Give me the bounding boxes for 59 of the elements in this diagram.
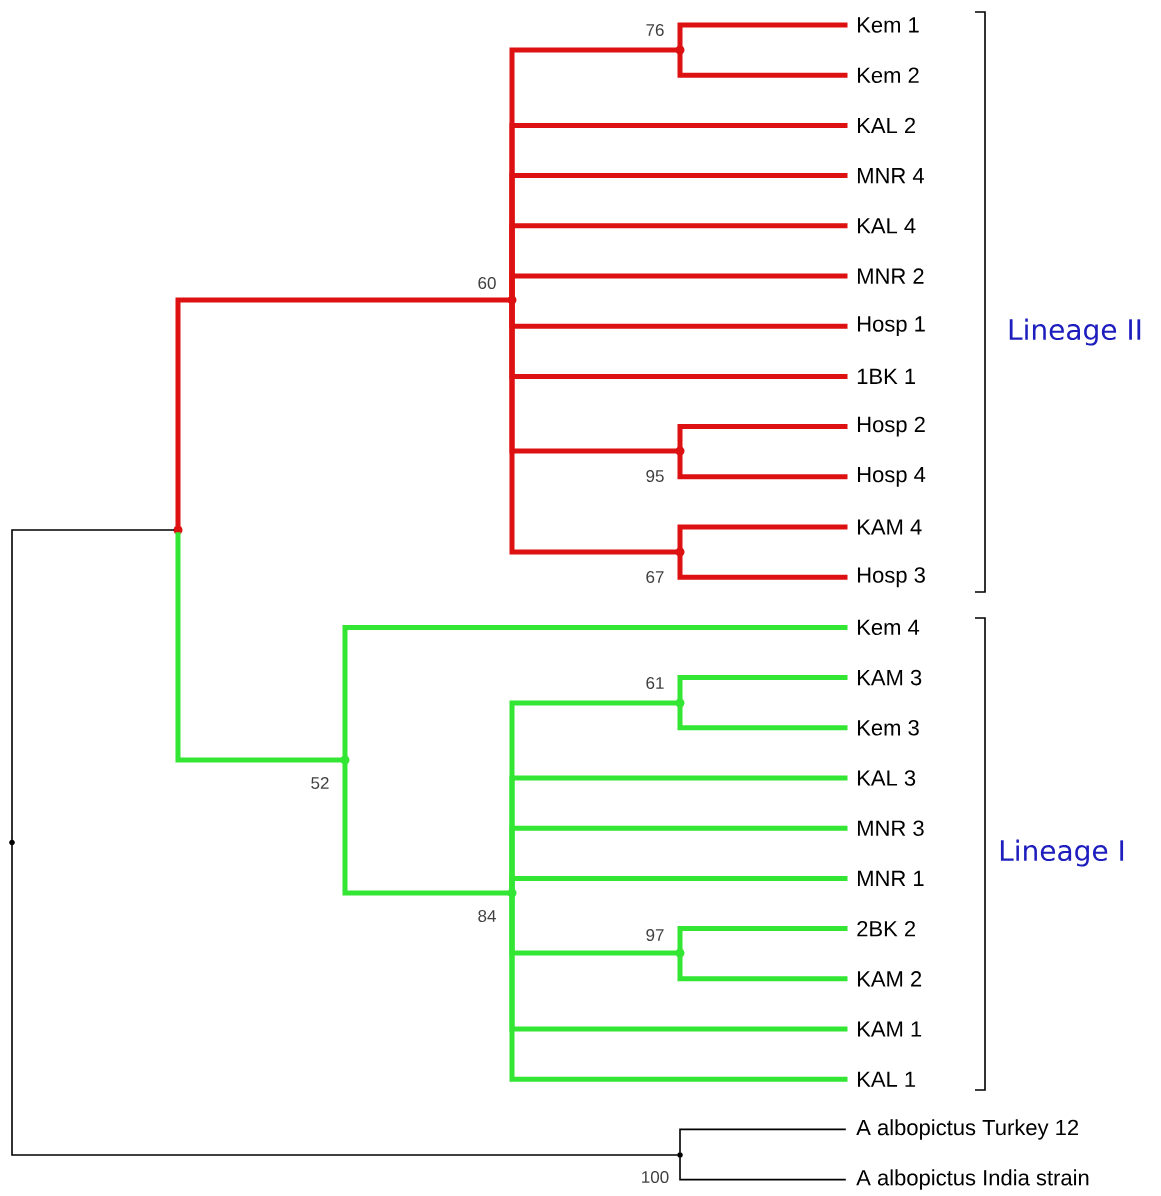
branch-line bbox=[509, 302, 678, 555]
bootstrap-value: 60 bbox=[478, 277, 496, 290]
branch-line bbox=[677, 22, 848, 48]
branch-line bbox=[509, 895, 848, 1082]
leaf-label: KAL 4 bbox=[858, 218, 916, 234]
lineage-label: Lineage I bbox=[1000, 839, 1124, 867]
branch-line bbox=[509, 273, 848, 298]
branch-line bbox=[677, 926, 848, 951]
branch-line bbox=[677, 524, 848, 550]
bootstrap-value: 61 bbox=[646, 677, 664, 690]
branch-line bbox=[679, 1157, 846, 1181]
branch-line bbox=[342, 762, 510, 896]
leaf-label: 2BK 2 bbox=[857, 920, 915, 937]
leaf-label: Kem 2 bbox=[858, 67, 919, 83]
leaf-label: A albopictus Turkey 12 bbox=[856, 1119, 1079, 1140]
leaf-label: MNR 4 bbox=[858, 168, 924, 184]
leaf-label: 1BK 1 bbox=[857, 368, 916, 384]
bootstrap-value: 52 bbox=[311, 777, 329, 790]
leaf-label: A albopictus India strain bbox=[856, 1169, 1089, 1190]
branch-line bbox=[11, 844, 678, 1156]
bootstrap-value: 76 bbox=[646, 24, 664, 37]
branch-line bbox=[677, 554, 848, 580]
bootstrap-value: 100 bbox=[642, 1171, 669, 1184]
branch-line bbox=[677, 955, 848, 982]
leaf-label: KAL 2 bbox=[858, 117, 915, 134]
branch-line bbox=[677, 424, 848, 449]
leaf-label: KAL 3 bbox=[858, 770, 916, 786]
branch-line bbox=[175, 532, 343, 763]
bootstrap-value: 84 bbox=[478, 910, 496, 923]
bootstrap-value: 95 bbox=[646, 470, 664, 483]
leaf-label: Kem 4 bbox=[858, 619, 920, 636]
branch-point bbox=[173, 525, 183, 535]
bootstrap-value: 97 bbox=[646, 929, 664, 942]
branch-line bbox=[677, 705, 848, 731]
branch-line bbox=[677, 675, 848, 701]
branch-point bbox=[9, 839, 15, 846]
leaf-label: KAM 2 bbox=[858, 971, 922, 987]
bootstrap-value: 67 bbox=[646, 571, 664, 584]
leaf-label: KAM 4 bbox=[858, 519, 922, 535]
leaf-label: Kem 3 bbox=[858, 720, 919, 736]
lineage-label: Lineage II bbox=[1009, 318, 1141, 346]
branch-line bbox=[175, 297, 510, 528]
leaf-label: KAM 1 bbox=[858, 1021, 922, 1037]
branch-line bbox=[679, 1128, 846, 1153]
leaf-label: MNR 3 bbox=[858, 820, 924, 836]
leaf-label: Hosp 3 bbox=[858, 567, 925, 588]
leaf-label: Hosp 2 bbox=[858, 416, 925, 437]
leaf-label: MNR 1 bbox=[858, 870, 924, 886]
leaf-label: KAL 1 bbox=[858, 1071, 916, 1087]
leaf-label: Hosp 1 bbox=[858, 316, 925, 337]
leaf-label: Kem 1 bbox=[858, 17, 919, 33]
branch-line bbox=[11, 529, 175, 841]
leaf-label: Hosp 4 bbox=[858, 466, 926, 487]
leaf-label: KAM 3 bbox=[858, 669, 922, 686]
branch-line bbox=[509, 875, 848, 891]
branch-line bbox=[342, 624, 848, 758]
branch-line bbox=[677, 453, 848, 480]
branch-line bbox=[677, 52, 848, 78]
leaf-label: MNR 2 bbox=[858, 268, 924, 284]
